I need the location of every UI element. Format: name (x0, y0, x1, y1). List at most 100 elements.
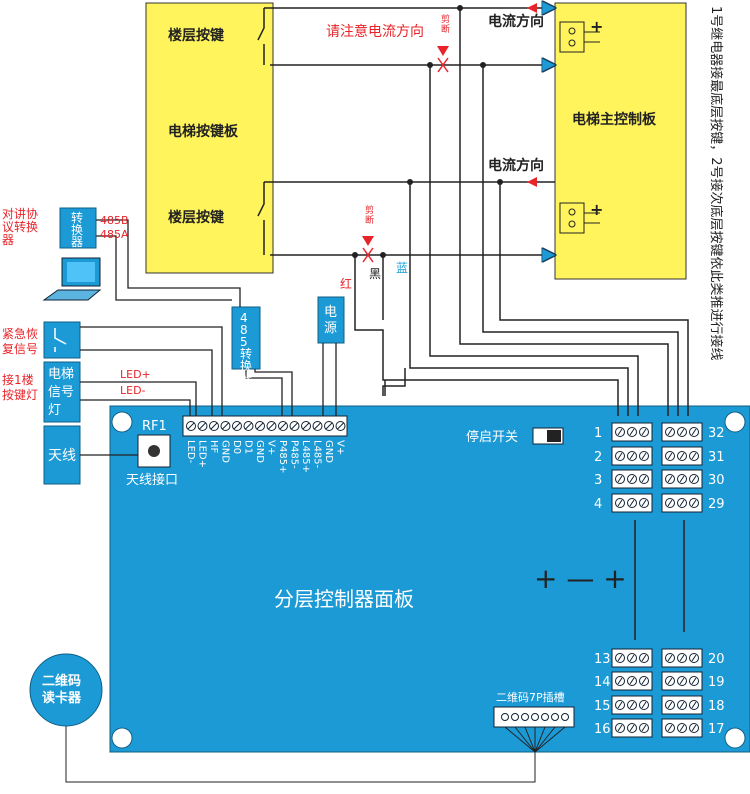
terminal-screw-slot (291, 422, 298, 430)
relay-terminal (611, 648, 653, 668)
qr-slot-pin (521, 713, 529, 721)
relay-screw-slot (679, 428, 685, 436)
current-arrows (527, 3, 537, 187)
relay-screw-slot (641, 724, 647, 732)
relay-screw-slot (641, 452, 647, 460)
relay-screw-slot (617, 428, 623, 436)
qr-slot-pin (541, 713, 549, 721)
relay-screw-slot (617, 499, 623, 507)
relay-screw-slot (679, 724, 685, 732)
start-stop-switch-knob (547, 430, 561, 442)
relay-screw-slot (641, 475, 647, 483)
relay-screw-slot (691, 452, 697, 460)
relay-screw-slot (629, 499, 635, 507)
elevator-signal-light-box (43, 361, 81, 423)
plus-sign-bottom: + (590, 200, 603, 219)
rf1-label: RF1 (142, 419, 167, 434)
emergency-label: 紧急恢复信号 (2, 326, 38, 356)
relay-screw-slot (691, 677, 697, 685)
relay-screw-slot (617, 475, 623, 483)
switch-label: 停启开关 (466, 429, 518, 445)
converter-485-box (231, 306, 261, 370)
antenna-box-label: 天线 (48, 448, 76, 464)
wire-red-label: 红 (340, 276, 352, 291)
attention-note: 请注意电流方向 (326, 23, 424, 40)
led-minus-label: LED- (120, 384, 146, 397)
relay-riser-wires (354, 8, 689, 416)
led-floor1-label: 接1楼按键灯 (2, 372, 38, 402)
relay-screw-slot (629, 475, 635, 483)
terminal-screw-slot (279, 422, 287, 430)
relay-number-right: 31 (708, 450, 725, 465)
terminal-label: L485- (312, 440, 323, 469)
terminal-label: V+ (266, 440, 277, 455)
mount-hole (111, 411, 133, 433)
relay-terminal (611, 671, 653, 691)
terminal-screw-slot (245, 422, 252, 430)
relay-number-left: 13 (594, 652, 611, 667)
cut-arrow-top (437, 46, 449, 56)
current-direction-bottom: 电流方向 (488, 157, 544, 174)
relay-screw-slot (641, 499, 647, 507)
relay-number-right: 19 (708, 675, 725, 690)
terminal-label: D0 (231, 440, 242, 454)
relay-screw-slot (691, 701, 697, 709)
qr-slot-wires (65, 725, 566, 783)
relay-terminal (611, 695, 653, 715)
terminal-label: L485+ (300, 440, 311, 473)
terminal-screw-slot (210, 422, 218, 430)
wire-black-label: 黑 (369, 267, 381, 281)
relay-screw-slot (667, 452, 673, 460)
relay-terminal (661, 718, 703, 738)
relay-screw-slot (679, 499, 685, 507)
side-note: 1号继电器接最底层按键，2号接次底层按键依此类推进行接线 (708, 6, 724, 361)
relay-screw-slot (679, 701, 685, 709)
relay-number-left: 1 (594, 426, 602, 441)
emergency-switch-icon (54, 328, 67, 352)
relay-screw-slot (691, 499, 697, 507)
terminal-screw-slot (199, 422, 206, 430)
terminal-label: P485- (289, 440, 300, 469)
relay-terminal (611, 446, 653, 466)
terminal-label: GND (254, 440, 265, 463)
relay-terminal-bottom (559, 202, 600, 234)
relay-screw-slot (617, 701, 623, 709)
intercom-converter-box (59, 207, 97, 249)
relay-screw-slot (629, 452, 635, 460)
terminal-screw-slot (256, 422, 264, 430)
relay-terminal (611, 422, 653, 442)
relay-terminal (611, 493, 653, 513)
terminal-screw-slot (222, 422, 229, 430)
terminal-screw-slot (302, 422, 310, 430)
qr-slot-label: 二维码7P插槽 (496, 690, 565, 704)
relay-screw-slot (629, 701, 635, 709)
relay-terminal (611, 718, 653, 738)
relay-screw-slot (667, 428, 673, 436)
board-title: 分层控制器面板 (274, 587, 414, 611)
relay-screw-slot (667, 475, 673, 483)
relay-number-right: 32 (708, 426, 725, 441)
power-box (317, 296, 345, 344)
cut-marker-top (437, 57, 449, 73)
terminal-label: GND (323, 440, 334, 463)
relay-screw-slot (679, 654, 685, 662)
plus-sign-top: + (590, 17, 603, 36)
relay-screw-slot (629, 677, 635, 685)
cut-arrow-bottom (362, 236, 374, 246)
qr-slot-pin (501, 713, 509, 721)
relay-screw-slot (667, 701, 673, 709)
relay-screw-slot (629, 724, 635, 732)
relay-screw-slot (617, 452, 623, 460)
relay-number-right: 18 (708, 699, 725, 714)
terminal-label: LED+ (197, 440, 208, 468)
terminal-screw-slot (268, 422, 275, 430)
emergency-signal-box (43, 321, 81, 359)
relay-number-left: 16 (594, 722, 611, 737)
antenna-port-label: 天线接口 (126, 472, 178, 488)
qr-reader (29, 653, 103, 727)
relay-screw-slot (629, 428, 635, 436)
mount-hole (724, 411, 746, 433)
elevator-button-board (145, 2, 274, 274)
